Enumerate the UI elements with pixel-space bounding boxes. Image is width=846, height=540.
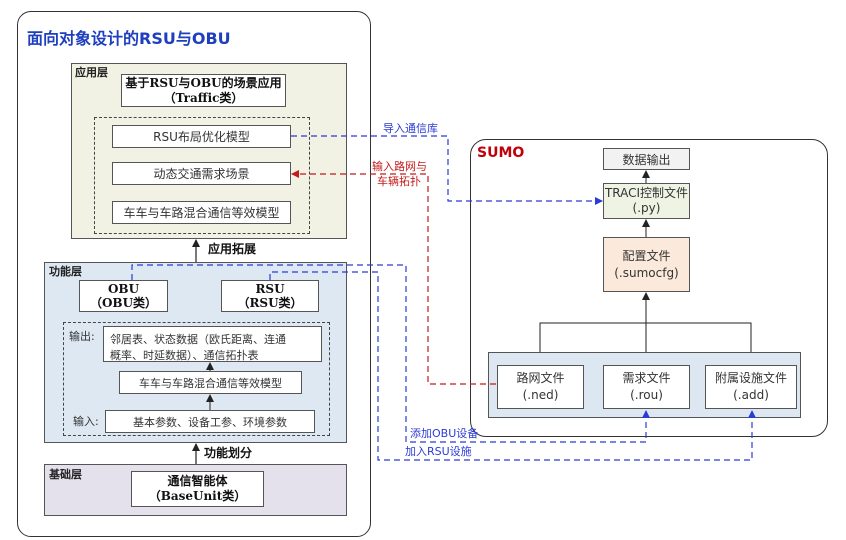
scenario-line1: 基于RSU与OBU的场景应用: [125, 75, 282, 90]
application-layer-label: 应用层: [75, 66, 108, 79]
network-file: 路网文件 (.ned): [497, 365, 584, 409]
additional-file: 附属设施文件 (.add): [705, 365, 797, 409]
add-rsu-connector: [269, 271, 756, 461]
obu-line2: （OBU类）: [89, 296, 158, 310]
data-output-box: 数据输出: [603, 148, 690, 170]
add-obu-connector: [131, 264, 650, 443]
add-obu-label: 添加OBU设备: [410, 427, 479, 440]
config-line2: (.sumocfg): [614, 265, 679, 280]
additional-file-line1: 附属设施文件: [714, 371, 787, 385]
hybrid-comm-model-func: 车车与车路混合通信等效模型: [119, 371, 302, 394]
rsu-layout-model: RSU布局优化模型: [112, 125, 291, 148]
import-lib-connector: [291, 135, 603, 205]
rsu-line1: RSU: [255, 282, 285, 296]
rsu-line2: （RSU类）: [237, 296, 303, 310]
agent-line1: 通信智能体: [167, 474, 228, 488]
agent-line2: （BaseUnit类）: [148, 489, 247, 503]
application-models-group: [94, 117, 310, 234]
config-line1: 配置文件: [622, 248, 671, 263]
output-line1: 邻居表、状态数据（欧氏距离、连通: [110, 333, 286, 346]
extend-label: 应用拓展: [208, 242, 257, 256]
traci-control-file: TRACI控制文件 (.py): [603, 183, 690, 219]
obu-class-box: OBU （OBU类）: [79, 280, 168, 312]
dynamic-demand-scenario: 动态交通需求场景: [112, 162, 291, 185]
traci-line1: TRACI控制文件: [604, 186, 689, 200]
output-line2: 概率、时延数据）、通信拓扑表: [110, 349, 259, 362]
function-io-group: [63, 322, 330, 436]
demand-file-line2: (.rou): [630, 388, 663, 402]
scenario-line2: （Traffic类）: [163, 90, 244, 105]
divide-label: 功能划分: [204, 446, 253, 460]
left-panel-title: 面向对象设计的RSU与OBU: [27, 29, 231, 48]
config-file: 配置文件 (.sumocfg): [603, 237, 690, 292]
network-file-line2: (.ned): [522, 388, 559, 402]
input-label: 输入:: [73, 415, 99, 428]
agent-box: 通信智能体 （BaseUnit类）: [131, 471, 264, 507]
input-network-connector: [291, 170, 496, 385]
add-rsu-label: 加入RSU设施: [405, 445, 472, 458]
input-network-label-line1: 输入路网与: [372, 160, 427, 173]
import-lib-label: 导入通信库: [383, 122, 438, 135]
rsu-class-box: RSU （RSU类）: [221, 280, 319, 312]
additional-file-line2: (.add): [733, 388, 769, 402]
obu-line1: OBU: [107, 282, 140, 296]
hybrid-comm-model-app: 车车与车路混合通信等效模型: [112, 201, 291, 224]
output-label: 输出:: [69, 330, 95, 343]
input-network-label-line2: 车辆拓扑: [377, 175, 421, 188]
scenario-application-box: 基于RSU与OBU的场景应用 （Traffic类）: [121, 74, 286, 107]
input-box: 基本参数、设备工参、环境参数: [105, 410, 315, 433]
base-layer-label: 基础层: [49, 468, 82, 481]
demand-file: 需求文件 (.rou): [603, 365, 690, 409]
function-layer-label: 功能层: [49, 265, 82, 278]
sumo-title: SUMO: [477, 145, 525, 161]
network-file-line1: 路网文件: [516, 371, 565, 385]
demand-file-line1: 需求文件: [622, 371, 671, 385]
output-box: 邻居表、状态数据（欧氏距离、连通 概率、时延数据）、通信拓扑表: [103, 326, 322, 362]
traci-line2: (.py): [632, 201, 661, 215]
